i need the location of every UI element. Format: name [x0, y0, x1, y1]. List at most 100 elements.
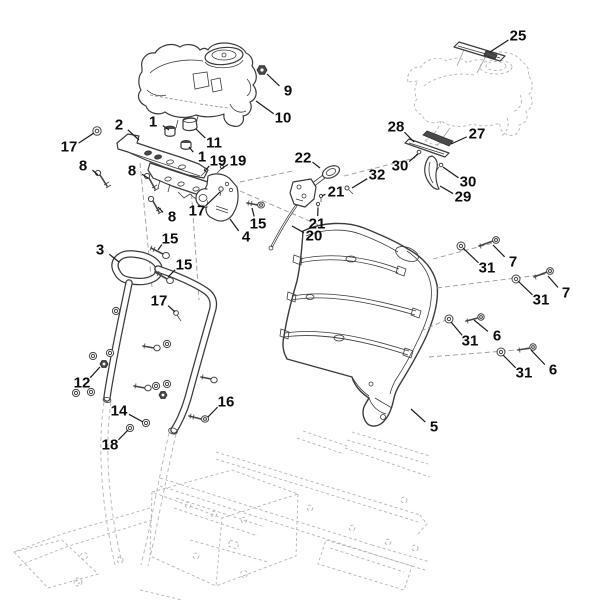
leader-line-19 — [220, 163, 229, 170]
part-label-15: 15 — [176, 257, 193, 274]
part-label-16: 16 — [218, 394, 235, 411]
part-label-7: 7 — [562, 285, 570, 302]
part-label-27: 27 — [469, 126, 486, 143]
part-label-6: 6 — [493, 328, 501, 345]
alignment-lines-right — [420, 242, 548, 358]
screw-7-b — [533, 267, 554, 280]
part-label-1: 1 — [198, 149, 206, 166]
screw-17-bracket — [218, 186, 224, 192]
leader-line-15 — [157, 244, 163, 251]
leader-line-8 — [92, 169, 99, 176]
part-label-29: 29 — [455, 189, 472, 206]
part-label-19: 19 — [210, 153, 227, 170]
leader-line-6 — [473, 319, 489, 332]
leader-line-30 — [442, 166, 459, 179]
cap-11 — [182, 117, 198, 132]
leader-line-1 — [162, 125, 170, 131]
part-label-5: 5 — [430, 419, 438, 436]
part-label-9: 9 — [284, 83, 292, 100]
leader-line-1 — [188, 146, 194, 153]
screw-6-b — [517, 343, 537, 353]
part-label-20: 20 — [306, 228, 323, 245]
part-label-21: 21 — [309, 216, 326, 233]
leader-line-7 — [547, 275, 559, 288]
fuel-tank — [137, 42, 257, 127]
part-label-7: 7 — [509, 254, 517, 271]
screw-7-a — [478, 236, 500, 249]
washer-17-topleft — [92, 126, 102, 136]
part-label-1: 1 — [149, 114, 157, 131]
console-panel-5 — [279, 222, 439, 427]
leader-line-31 — [462, 247, 479, 264]
leader-line-14 — [128, 413, 144, 423]
leader-line-10 — [255, 100, 275, 115]
leader-line-22 — [312, 161, 321, 169]
grommet-1-right — [180, 139, 192, 150]
leader-line-9 — [266, 73, 280, 87]
part-label-28: 28 — [388, 119, 405, 136]
part-label-32: 32 — [369, 167, 386, 184]
part-label-10: 10 — [275, 110, 292, 127]
part-label-31: 31 — [462, 333, 479, 350]
leader-line-11 — [195, 128, 206, 139]
leader-line-6 — [530, 349, 546, 366]
strips-27-28 — [404, 130, 454, 158]
part-label-14: 14 — [111, 403, 128, 420]
leader-line-32 — [351, 178, 368, 189]
bracket-29 — [424, 155, 440, 190]
support-bracket-2 — [116, 133, 219, 201]
leader-line-3 — [108, 253, 120, 263]
leader-line-31 — [517, 280, 533, 296]
part-label-17: 17 — [151, 293, 168, 310]
trim-strip-25 — [453, 41, 506, 62]
leader-line-2 — [127, 129, 140, 141]
part-label-17: 17 — [61, 139, 78, 156]
leader-line-27 — [450, 136, 467, 145]
part-label-4: 4 — [242, 229, 251, 246]
part-label-31: 31 — [516, 365, 533, 382]
part-label-18: 18 — [102, 437, 119, 454]
part-label-8: 8 — [79, 158, 87, 175]
leader-line-16 — [207, 406, 218, 418]
part-label-31: 31 — [533, 292, 550, 309]
leader-line-17 — [167, 305, 176, 313]
leader-line-20 — [291, 225, 305, 234]
leader-line-12 — [89, 366, 101, 379]
part-label-30: 30 — [460, 174, 477, 191]
part-label-22: 22 — [295, 150, 312, 167]
mount-bracket-4 — [195, 173, 239, 222]
leader-line-21 — [321, 193, 326, 197]
throttle-control-22 — [289, 165, 341, 208]
throttle-cable-20 — [268, 204, 298, 251]
leader-line-17 — [78, 132, 95, 144]
leader-line-8 — [141, 173, 149, 179]
screws-8 — [94, 169, 164, 215]
part-label-11: 11 — [206, 135, 222, 152]
bolt-16 — [188, 413, 210, 423]
screw-32 — [344, 185, 354, 195]
alignment-lines-left — [139, 115, 416, 301]
leader-line-30 — [408, 153, 419, 163]
part-label-15: 15 — [250, 216, 267, 233]
part-label-25: 25 — [510, 28, 527, 45]
part-label-21: 21 — [328, 184, 345, 201]
leader-line-15 — [167, 269, 176, 278]
washer-31-c — [444, 314, 454, 324]
leader-line-31 — [450, 321, 463, 336]
bolt-15-right — [246, 200, 265, 209]
leader-line-19 — [204, 165, 210, 172]
part-label-6: 6 — [549, 362, 557, 379]
leader-line-18 — [118, 429, 129, 441]
leader-line-15 — [251, 207, 255, 217]
leader-line-4 — [229, 218, 240, 232]
leader-line-28 — [404, 131, 415, 143]
part-label-2: 2 — [115, 117, 123, 134]
leader-line-31 — [502, 354, 517, 369]
part-label-17: 17 — [189, 203, 206, 220]
screw-6-a — [465, 313, 485, 324]
pins-21 — [315, 193, 324, 211]
leader-line-25 — [489, 39, 509, 53]
ghost-chassis-frame — [13, 430, 431, 600]
part-label-12: 12 — [74, 375, 91, 392]
